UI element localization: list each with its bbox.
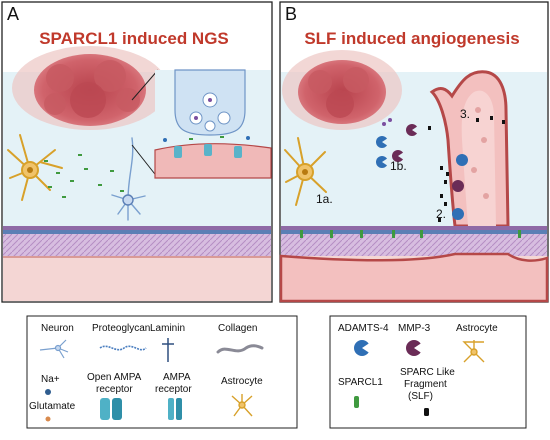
panel-b-enzymes-1b (376, 118, 418, 168)
legend-collagen-label: Collagen (218, 323, 257, 334)
panel-a-tumor (12, 46, 168, 130)
panel-b-membrane (279, 226, 549, 303)
panel-b-enzymes-2 (452, 154, 468, 220)
legend-mmp3-icon (406, 340, 423, 356)
panel-b-step-2: 2. (436, 207, 446, 221)
legend-slf-icon (424, 408, 429, 416)
legend-laminin-icon (162, 338, 174, 362)
legend-open-ampa-icon (100, 398, 122, 420)
legend-glutamate-label: Glutamate (29, 401, 76, 412)
legend-b: ADAMTS-4 MMP-3 Astrocyte SPARCL1 SPARC L… (329, 315, 527, 429)
panel-b-title: SLF induced angiogenesis (304, 29, 519, 48)
legend-sparcl1-icon (354, 396, 359, 408)
legend-adamts4-label: ADAMTS-4 (338, 323, 389, 334)
legend-astrocyte-a-icon (231, 394, 253, 417)
legend-a-frame (26, 315, 298, 429)
panel-b-astrocyte (284, 137, 327, 206)
legend-mmp3-label: MMP-3 (398, 323, 431, 334)
legend-open-ampa-label-1: Open AMPA (87, 372, 142, 383)
legend-astrocyte-b-icon (462, 340, 485, 363)
zoom-line-bottom (131, 144, 159, 179)
zoom-line-top (131, 69, 159, 101)
panel-b-tumor (282, 50, 402, 130)
legend-open-ampa-label-2: receptor (96, 384, 133, 395)
panel-a: A SPARCL1 induced NGS (1, 1, 273, 303)
panel-b-step-1a: 1a. (316, 192, 333, 206)
legend-astrocyte-a-label: Astrocyte (221, 376, 263, 387)
legend-ampa-icon (168, 398, 182, 420)
panel-b-sparcl1-markers (300, 230, 521, 238)
legend-sparcl1-label: SPARCL1 (338, 377, 383, 388)
legend-collagen-icon (216, 344, 264, 354)
panel-a-synapse-inset (154, 69, 272, 179)
panel-a-title: SPARCL1 induced NGS (39, 29, 229, 48)
legend-a: Neuron Proteoglycan Laminin Collagen Na+… (26, 315, 298, 429)
panel-b: B SLF induced angiogenesis 1a. 1b. 2. 3. (279, 1, 549, 303)
legend-slf-label-2: Fragment (404, 379, 447, 390)
legend-proteoglycan-icon (99, 345, 147, 351)
panel-a-letter: A (7, 4, 19, 24)
legend-glutamate-icon (45, 416, 51, 422)
legend-laminin-label: Laminin (150, 323, 185, 334)
panel-b-step-1b: 1b. (390, 159, 407, 173)
panel-b-letter: B (285, 4, 297, 24)
legend-na-icon (45, 389, 51, 395)
panel-b-vessel (429, 70, 510, 228)
panel-b-step-3: 3. (460, 107, 470, 121)
legend-slf-label-3: (SLF) (408, 391, 433, 402)
legend-adamts4-icon (354, 340, 371, 356)
panel-a-membrane (3, 226, 271, 301)
legend-neuron-icon (39, 339, 69, 359)
panel-a-neuron (111, 137, 146, 221)
legend-astrocyte-b-label: Astrocyte (456, 323, 498, 334)
legend-ampa-label-2: receptor (155, 384, 192, 395)
legend-slf-label-1: SPARC Like (400, 367, 455, 378)
panel-a-astrocyte (7, 134, 63, 201)
panel-b-slf-markers (428, 116, 505, 222)
panel-a-glutamate-markers (44, 154, 124, 198)
legend-proteoglycan-label: Proteoglycan (92, 323, 150, 334)
legend-na-label: Na+ (41, 374, 60, 385)
legend-neuron-label: Neuron (41, 323, 74, 334)
legend-ampa-label-1: AMPA (163, 372, 191, 383)
